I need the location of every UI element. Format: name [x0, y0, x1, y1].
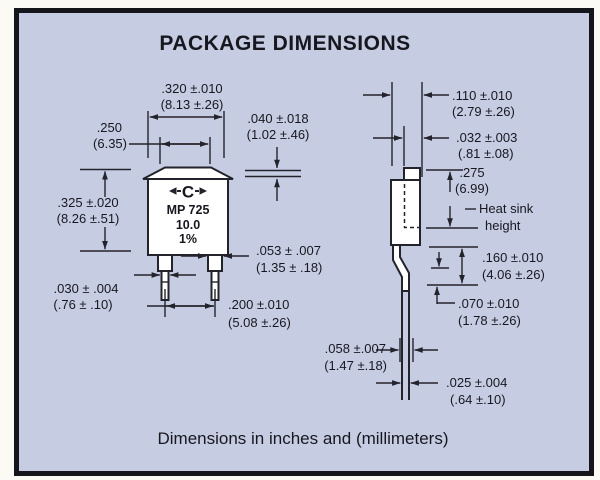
side-lead-bend — [392, 244, 410, 292]
dim-lead-drop: .160 ±.010 (4.06 ±.26) — [427, 246, 545, 286]
dim-lead-tip-width: .030 ± .004 (.76 ± .10) — [53, 272, 196, 312]
dim-label-in: .275 — [459, 165, 484, 180]
component-model: MP 725 — [167, 203, 210, 217]
dim-standoff: .070 ±.010 (1.78 ±.26) — [431, 252, 521, 328]
dim-label-mm: (1.47 ±.18) — [324, 358, 387, 373]
dim-label-in: .320 ±.010 — [161, 81, 222, 96]
units-caption: Dimensions in inches and (millimeters) — [158, 429, 449, 448]
dim-lead-thickness: .025 ±.004 (.64 ±.10) — [376, 375, 507, 407]
diagram-panel-border — [14, 8, 594, 476]
dim-label-in: .058 ±.007 — [325, 341, 386, 356]
side-body-outline — [390, 179, 421, 246]
dim-body-thickness: .110 ±.010 (2.79 ±.26) — [363, 82, 515, 177]
dim-label-mm: (1.78 ±.26) — [458, 313, 521, 328]
dim-lead-width-side: .058 ±.007 (1.47 ±.18) — [324, 338, 438, 373]
dim-label-mm: (5.08 ±.26) — [228, 315, 291, 330]
front-right-lead — [207, 254, 223, 272]
dim-label-mm: (.76 ± .10) — [53, 297, 112, 312]
side-tab-outline — [403, 167, 421, 181]
page-title: PACKAGE DIMENSIONS — [159, 32, 410, 55]
component-tolerance: 1% — [179, 232, 197, 246]
dim-label-in: .070 ±.010 — [458, 296, 519, 311]
heatsink-note-line2: height — [485, 218, 521, 233]
logo-letter: C — [182, 183, 194, 202]
dim-label-in: .110 ±.010 — [452, 88, 512, 103]
dim-label-mm: (4.06 ±.26) — [482, 267, 545, 282]
dim-lead-spacing: .200 ±.010 (5.08 ±.26) — [147, 289, 291, 330]
dim-label-in: .160 ±.010 — [482, 250, 543, 265]
front-left-lead — [157, 254, 173, 272]
dim-label-in: .030 ± .004 — [54, 281, 119, 296]
dim-label-mm: (.81 ±.08) — [458, 146, 514, 161]
dim-tab-top-width: .250 (6.35) — [93, 120, 211, 164]
front-tab-outline — [142, 166, 234, 180]
dim-label-mm: (1.02 ±.46) — [247, 127, 310, 142]
dim-lead-width: .053 ± .007 (1.35 ± .18) — [181, 243, 322, 275]
embedded-heatsink-hidden-line — [403, 184, 419, 229]
logo-right-arrow-icon — [199, 187, 207, 195]
dim-label-in: .053 ± .007 — [256, 243, 321, 258]
front-view: C MP 725 10.0 1% — [142, 166, 234, 301]
dim-label-mm: (1.35 ± .18) — [256, 260, 322, 275]
dim-heatsink-height: .275 (6.99) Heat sink height — [426, 165, 534, 233]
dim-label-in: .200 ±.010 — [228, 297, 289, 312]
dim-body-height: .325 ±.020 (8.26 ±.51) — [57, 168, 131, 252]
manufacturer-logo: C — [169, 183, 207, 202]
dim-label-mm: (2.79 ±.26) — [452, 104, 515, 119]
dim-tab-thickness: .040 ±.018 (1.02 ±.46) — [245, 111, 309, 201]
dim-label-mm: (6.35) — [93, 136, 127, 151]
component-value: 10.0 — [176, 218, 200, 232]
dim-label-mm: (6.99) — [455, 181, 489, 196]
dim-label-mm: (.64 ±.10) — [450, 392, 506, 407]
dim-label-mm: (8.26 ±.51) — [57, 211, 120, 226]
dim-label-in: .325 ±.020 — [57, 195, 118, 210]
dim-label-in: .250 — [97, 120, 122, 135]
side-view — [390, 167, 421, 400]
dim-tab-thickness-side: .032 ±.003 (.81 ±.08) — [373, 130, 517, 161]
dim-label-in: .025 ±.004 — [446, 375, 507, 390]
dim-label-in: .040 ±.018 — [247, 111, 308, 126]
dim-overall-width: .320 ±.010 (8.13 ±.26) — [147, 81, 225, 158]
dim-label-mm: (8.13 ±.26) — [161, 97, 224, 112]
dim-label-in: .032 ±.003 — [456, 130, 517, 145]
logo-left-arrow-icon — [169, 187, 177, 195]
heatsink-note-line1: Heat sink — [479, 201, 534, 216]
front-body-outline — [147, 178, 229, 256]
